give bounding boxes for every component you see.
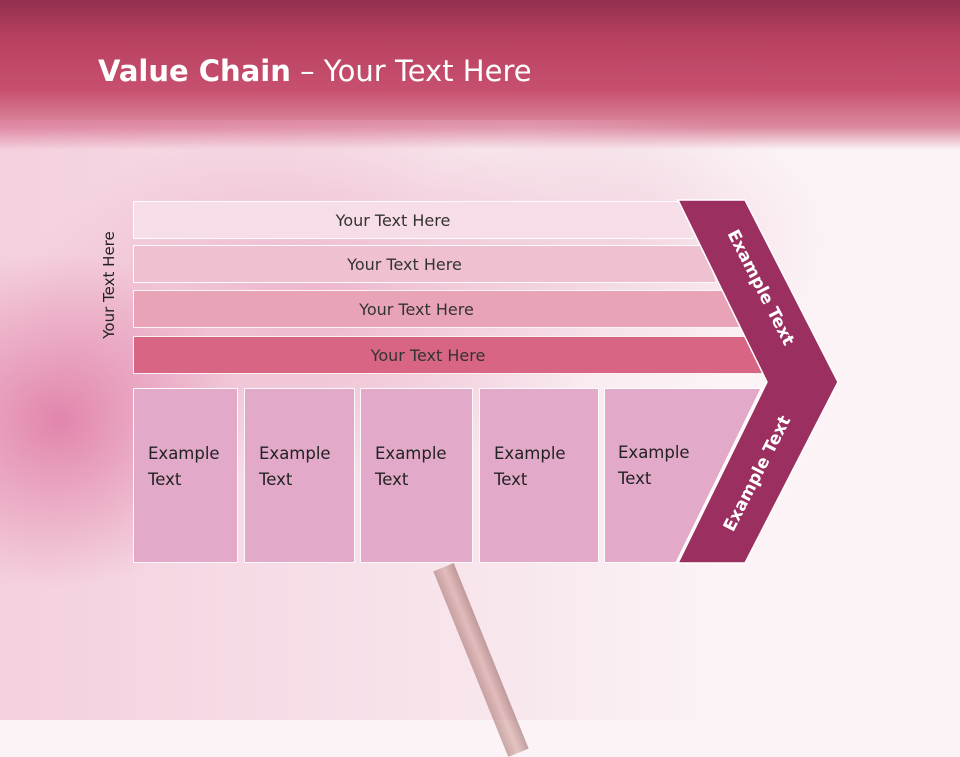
column-4-line1: Example: [494, 444, 566, 463]
bar-3-label: Your Text Here: [359, 299, 474, 319]
column-1-line1: Example: [148, 444, 220, 463]
bar-3: Your Text Here: [133, 290, 740, 328]
column-5: Example Text: [604, 388, 762, 563]
title-rest: – Your Text Here: [290, 54, 532, 88]
column-5-line2: Text: [618, 469, 652, 488]
column-3: Example Text: [360, 388, 473, 563]
column-2-line1: Example: [259, 444, 331, 463]
chevron-graphic: Example Text Example Text: [676, 199, 839, 564]
column-4-line2: Text: [494, 470, 528, 489]
bar-2: Your Text Here: [133, 245, 716, 283]
bar-4-label: Your Text Here: [370, 345, 486, 365]
column-4: Example Text: [479, 388, 599, 563]
chevron-shape: [676, 199, 839, 564]
bar-4: Your Text Here: [133, 336, 763, 374]
slide-title: Value Chain – Your Text Here: [98, 54, 532, 88]
bar-1-label: Your Text Here: [335, 210, 451, 230]
column-1-line2: Text: [148, 470, 182, 489]
column-3-line1: Example: [375, 444, 447, 463]
title-bold: Value Chain: [98, 54, 291, 88]
column-5-shape: [604, 388, 762, 563]
column-2-line2: Text: [259, 470, 293, 489]
column-5-line1: Example: [618, 443, 690, 462]
column-3-line2: Text: [375, 470, 409, 489]
bar-1: Your Text Here: [133, 201, 693, 239]
bar-2-label: Your Text Here: [347, 254, 462, 274]
column-2: Example Text: [244, 388, 355, 563]
column-1: Example Text: [133, 388, 238, 563]
reflection: Example Text Example Text Example Text E…: [0, 388, 960, 738]
